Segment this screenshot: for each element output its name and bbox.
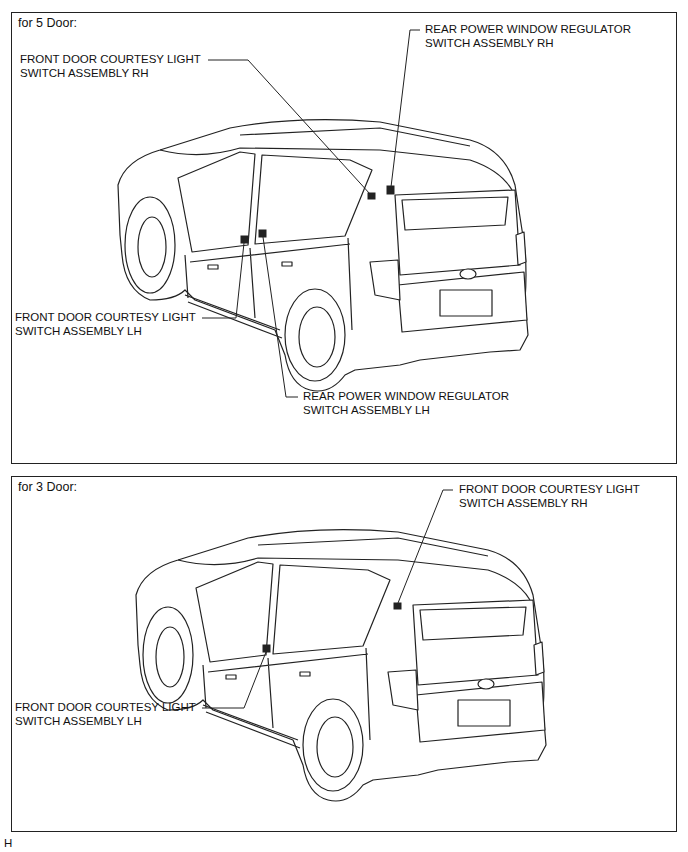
car-5-door: [118, 120, 528, 391]
leader-line: [208, 60, 370, 194]
switch-symbol: [387, 186, 394, 194]
part-label: FRONT DOOR COURTESY LIGHT SWITCH ASSEMBL…: [15, 310, 220, 338]
leader-lines: [202, 30, 453, 708]
switch-symbol: [259, 230, 266, 237]
switch-symbol: [241, 236, 248, 243]
switch-symbol: [368, 193, 375, 199]
panel-title: for 3 Door:: [12, 477, 83, 498]
part-label: REAR POWER WINDOW REGULATOR SWITCH ASSEM…: [425, 22, 650, 50]
leader-line: [202, 243, 244, 318]
panel-title: for 5 Door:: [12, 13, 83, 34]
page-code: H: [4, 836, 34, 850]
switch-symbol: [263, 645, 270, 652]
part-label: FRONT DOOR COURTESY LIGHT SWITCH ASSEMBL…: [15, 700, 220, 728]
leader-line: [391, 30, 420, 187]
part-label: FRONT DOOR COURTESY LIGHT SWITCH ASSEMBL…: [20, 52, 225, 80]
car-3-door: [136, 530, 546, 801]
switch-markers: [241, 186, 401, 652]
part-label: FRONT DOOR COURTESY LIGHT SWITCH ASSEMBL…: [459, 482, 664, 510]
part-label: REAR POWER WINDOW REGULATOR SWITCH ASSEM…: [303, 389, 528, 417]
leader-line: [202, 652, 266, 708]
switch-symbol: [394, 603, 401, 609]
leader-line: [263, 237, 298, 397]
leader-line: [398, 490, 453, 603]
panel-frame: for 3 Door:: [11, 476, 677, 832]
